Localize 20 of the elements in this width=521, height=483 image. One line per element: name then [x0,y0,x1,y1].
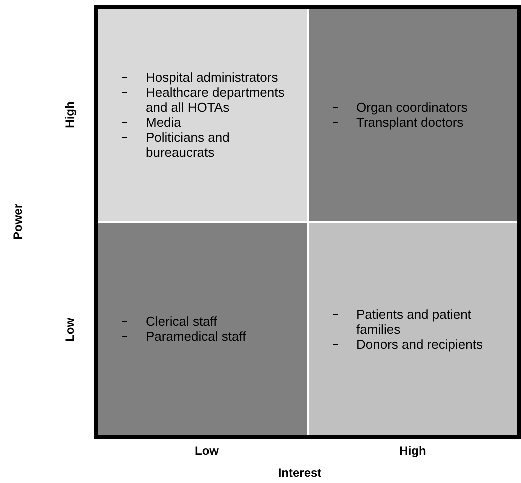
axis-tick-label: High [63,102,77,128]
axis-title: Power [11,204,25,240]
quadrant-panel [308,223,517,435]
axis-tick-label: Low [63,318,77,342]
stakeholder-text: Politicians and bureaucrats [146,130,231,160]
axis-title: Interest [278,466,322,480]
stakeholder-text: Clerical staff [146,314,218,329]
axis-tick-label: High [400,444,426,458]
axis-tick-label: Low [195,444,219,458]
stakeholder-text: Hospital administrators [146,70,278,85]
quadrant-panel [98,9,306,221]
stakeholder-text: Paramedical staff [146,329,246,344]
stakeholder-text: Transplant doctors [356,115,464,130]
stakeholder-text: Media [146,115,182,130]
quadrant-panel [308,9,517,221]
stakeholder-text: Donors and recipients [356,336,483,352]
stakeholder-text: Organ coordinators [356,100,468,115]
stakeholder-text: Healthcare departments and all HOTAs [146,85,286,115]
quadrant-panel [98,223,306,435]
stakeholder-text: Patients and patient families [356,306,472,336]
